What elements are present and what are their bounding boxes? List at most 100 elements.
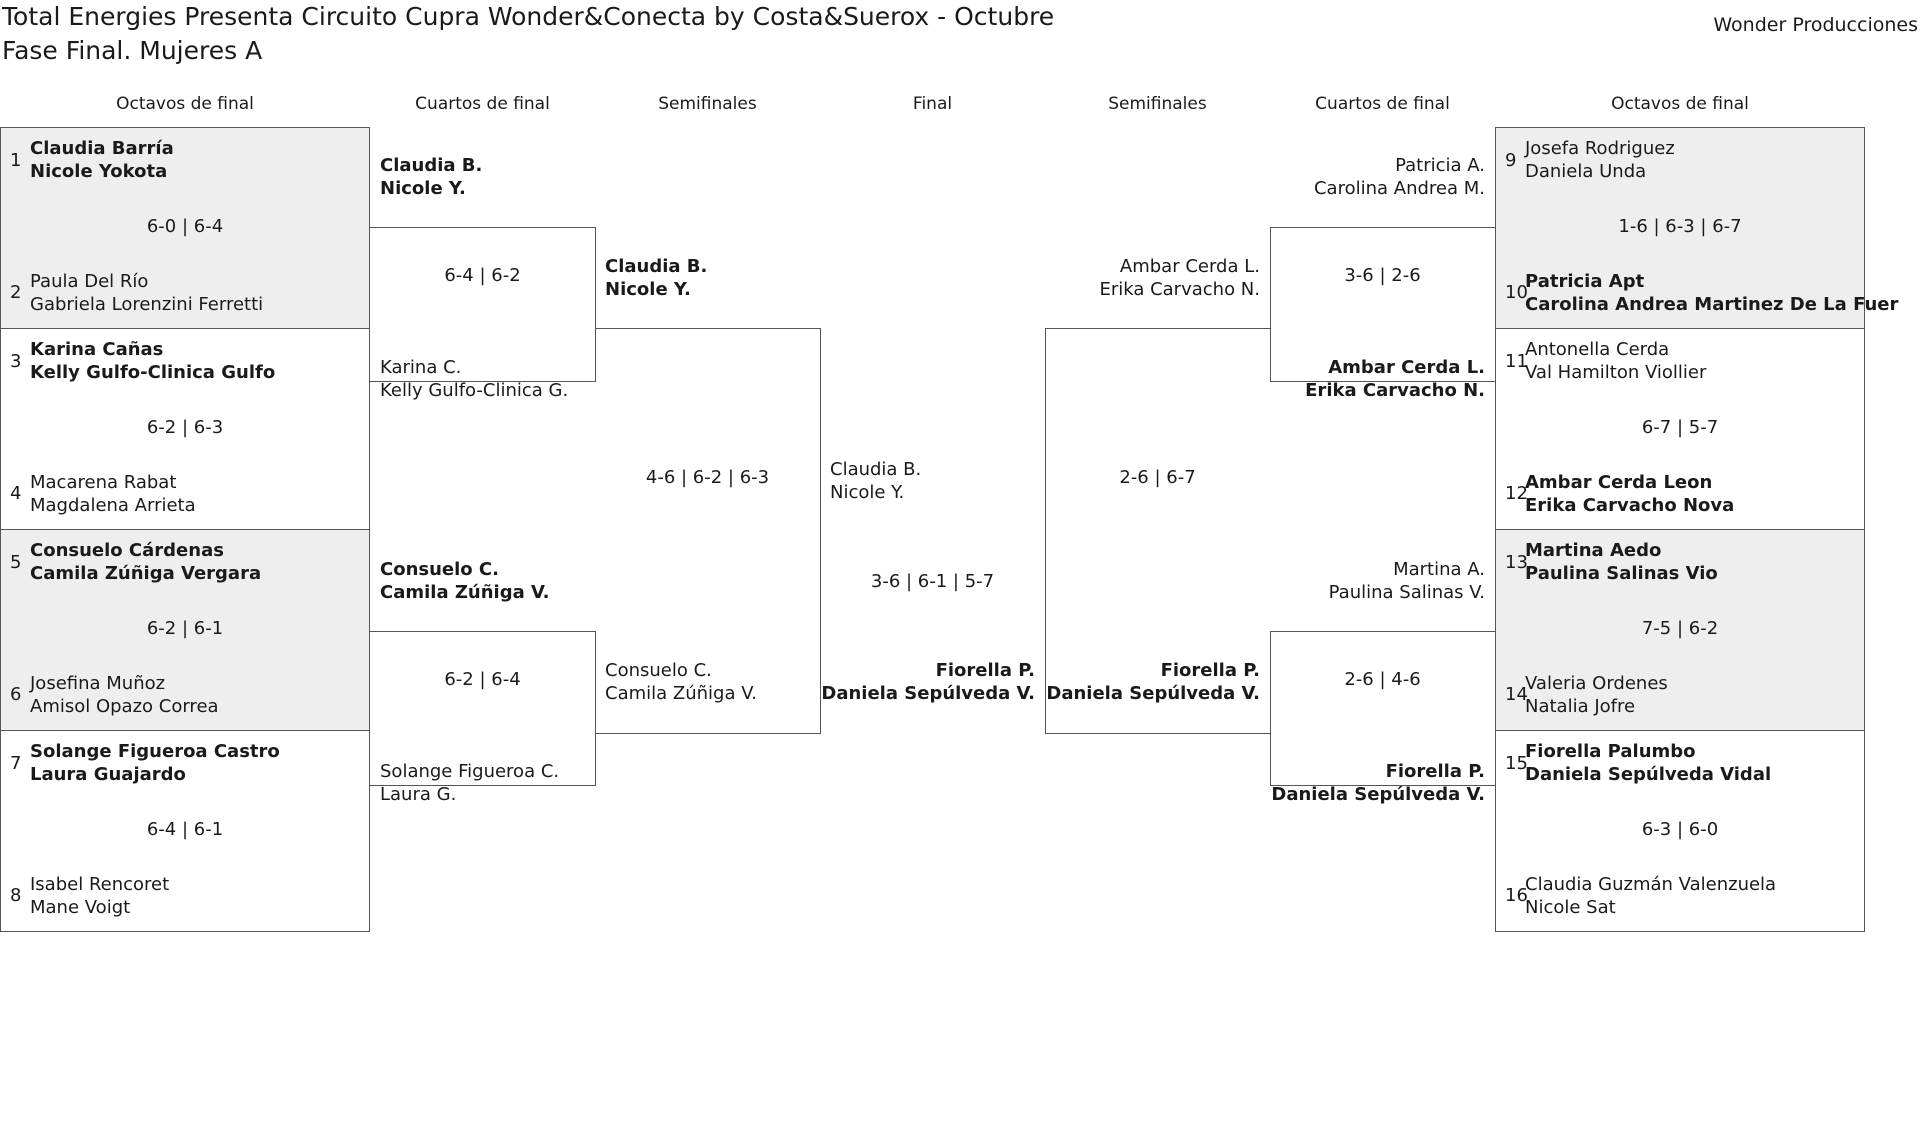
- player-name: Ambar Cerda L.: [1328, 357, 1485, 378]
- seed-number: 1: [10, 150, 22, 171]
- seed-number: 2: [10, 282, 22, 303]
- player-name: Josefina Muñoz: [30, 673, 166, 694]
- header-left-qf: Cuartos de final: [415, 94, 550, 114]
- seed-number: 14: [1505, 684, 1528, 705]
- match-score: 3-6 | 2-6: [1344, 265, 1421, 286]
- player-name: Fiorella P.: [1385, 761, 1485, 782]
- player-name: Fiorella P.: [935, 660, 1035, 681]
- header-left-r16: Octavos de final: [116, 94, 254, 114]
- team-bottom: Ambar Cerda L.Erika Carvacho N.: [1305, 356, 1485, 402]
- seed-number: 10: [1505, 282, 1528, 303]
- organizer-name: Wonder Producciones: [1713, 14, 1918, 36]
- player-name: Karina Cañas: [30, 339, 164, 360]
- match-box: [0, 127, 370, 329]
- player-name: Erika Carvacho N.: [1305, 380, 1485, 401]
- match-box: [0, 529, 370, 731]
- header-left-sf: Semifinales: [658, 94, 757, 114]
- final-team-top: Claudia B.Nicole Y.: [830, 458, 921, 504]
- player-name: Daniela Sepúlveda V.: [821, 683, 1035, 704]
- seed-number: 7: [10, 753, 22, 774]
- team-top: Claudia B.Nicole Y.: [380, 154, 482, 200]
- player-name: Ambar Cerda Leon: [1525, 472, 1713, 493]
- player-name: Nicole Y.: [380, 178, 466, 199]
- team-top: Consuelo C.Camila Zúñiga V.: [380, 558, 549, 604]
- seed-number: 15: [1505, 753, 1528, 774]
- player-name: Carolina Andrea M.: [1313, 178, 1485, 199]
- player-name: Isabel Rencoret: [30, 874, 170, 895]
- team-bottom: Solange Figueroa C.Laura G.: [380, 760, 559, 806]
- player-name: Claudia B.: [830, 459, 922, 480]
- team-bottom: Karina C.Kelly Gulfo-Clinica G.: [380, 356, 568, 402]
- player-name: Erika Carvacho N.: [1099, 279, 1260, 300]
- player-name: Camila Zúñiga V.: [380, 582, 550, 603]
- player-name: Consuelo C.: [605, 660, 712, 681]
- player-name: Nicole Y.: [605, 279, 691, 300]
- team-bottom: Fiorella P.Daniela Sepúlveda V.: [1271, 760, 1485, 806]
- team-top: Claudia B.Nicole Y.: [605, 255, 707, 301]
- player-name: Paula Del Río: [30, 271, 149, 292]
- seed-number: 9: [1505, 150, 1517, 171]
- match-score: 7-5 | 6-2: [1641, 618, 1719, 639]
- match-score: 6-4 | 6-1: [146, 819, 224, 840]
- seed-number: 11: [1505, 351, 1528, 372]
- player-name: Magdalena Arrieta: [30, 495, 196, 516]
- player-name: Kelly Gulfo-Clinica Gulfo: [30, 362, 276, 383]
- seed-number: 8: [10, 885, 22, 906]
- match-box: [1495, 730, 1865, 932]
- player-name: Camila Zúñiga Vergara: [30, 563, 262, 584]
- match-score: 2-6 | 6-7: [1119, 467, 1196, 488]
- player-name: Fiorella P.: [1160, 660, 1260, 681]
- player-name: Solange Figueroa C.: [380, 761, 560, 782]
- seed-number: 5: [10, 552, 22, 573]
- match-box: [1495, 127, 1865, 329]
- player-name: Nicole Y.: [830, 482, 905, 503]
- player-name: Martina A.: [1393, 559, 1485, 580]
- team-top: Ambar Cerda L.Erika Carvacho N.: [1099, 255, 1260, 301]
- player-name: Daniela Sepúlveda Vidal: [1525, 764, 1772, 785]
- player-name: Claudia Barría: [30, 138, 174, 159]
- seed-number: 4: [10, 483, 22, 504]
- player-name: Valeria Ordenes: [1525, 673, 1668, 694]
- player-name: Daniela Sepúlveda V.: [1046, 683, 1260, 704]
- player-name: Natalia Jofre: [1525, 696, 1636, 717]
- match-box: [1495, 529, 1865, 731]
- bracket-connector: [1270, 631, 1496, 786]
- player-name: Carolina Andrea Martinez De La Fuer: [1525, 294, 1899, 315]
- player-name: Patricia Apt: [1525, 271, 1645, 292]
- player-name: Kelly Gulfo-Clinica G.: [380, 380, 569, 401]
- player-name: Erika Carvacho Nova: [1525, 495, 1735, 516]
- match-score: 2-6 | 4-6: [1344, 669, 1421, 690]
- player-name: Karina C.: [380, 357, 462, 378]
- bracket-connector: [1045, 328, 1271, 734]
- team-top: Martina A.Paulina Salinas V.: [1329, 558, 1485, 604]
- player-name: Consuelo Cárdenas: [30, 540, 224, 561]
- header-final: Final: [912, 94, 953, 114]
- match-score: 6-2 | 6-3: [146, 417, 224, 438]
- player-name: Paulina Salinas Vio: [1525, 563, 1718, 584]
- header-right-r16: Octavos de final: [1611, 94, 1749, 114]
- seed-number: 16: [1505, 885, 1528, 906]
- player-name: Val Hamilton Viollier: [1525, 362, 1707, 383]
- player-name: Daniela Unda: [1525, 161, 1647, 182]
- match-score: 6-3 | 6-0: [1641, 819, 1719, 840]
- player-name: Laura Guajardo: [30, 764, 186, 785]
- match-score: 6-4 | 6-2: [444, 265, 521, 286]
- player-name: Consuelo C.: [380, 559, 499, 580]
- team-bottom: Consuelo C.Camila Zúñiga V.: [605, 659, 757, 705]
- match-score: 1-6 | 6-3 | 6-7: [1618, 216, 1742, 237]
- match-score: 4-6 | 6-2 | 6-3: [645, 467, 770, 488]
- final-score: 3-6 | 6-1 | 5-7: [870, 571, 995, 592]
